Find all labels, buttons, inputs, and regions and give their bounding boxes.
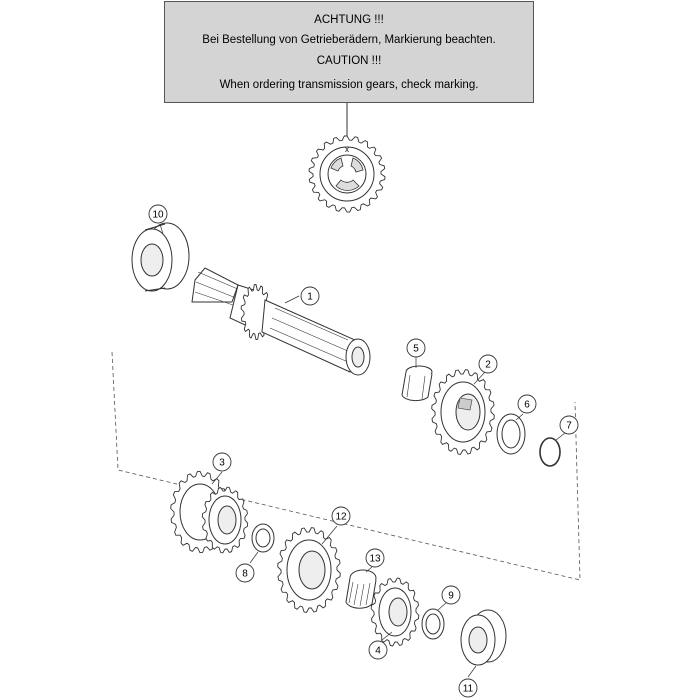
callout-circle	[300, 286, 320, 306]
gear-2	[431, 369, 495, 455]
part-number-label: 5	[413, 344, 419, 355]
thrust-washer-8	[251, 523, 275, 553]
part-number-label: 8	[242, 569, 248, 580]
callout-circle	[559, 415, 579, 435]
callout-circle	[148, 204, 168, 224]
thrust-washer-9	[421, 608, 445, 640]
assembly-dashed-frame	[111, 351, 581, 581]
callout-circle	[235, 563, 255, 583]
callout-circle	[517, 394, 537, 414]
callout-circle	[478, 354, 498, 374]
notice-heading-de: ACHTUNG !!!	[314, 14, 384, 26]
callout-p10: 10	[148, 204, 168, 224]
circlip-7	[539, 437, 561, 467]
callout-p3: 3	[212, 452, 232, 472]
callout-circle	[368, 640, 388, 660]
callout-circle	[331, 506, 351, 526]
part-number-label: 1	[307, 292, 313, 303]
marking-letter: x	[345, 145, 349, 154]
callout-circle	[365, 548, 385, 568]
thrust-washer-6	[496, 413, 526, 455]
gear-12	[277, 527, 341, 613]
marking-gear-detail: x	[308, 135, 386, 213]
main-shaft-1	[191, 267, 371, 376]
callout-p8: 8	[235, 563, 255, 583]
callout-p2: 2	[478, 354, 498, 374]
callout-circle	[458, 678, 478, 698]
callout-p7: 7	[559, 415, 579, 435]
needle-bearing-13	[345, 569, 377, 609]
bearing-11	[460, 609, 507, 666]
part-number-label: 6	[524, 400, 530, 411]
part-number-label: 11	[463, 684, 474, 695]
double-gear-3	[170, 470, 249, 554]
notice-text-de: Bei Bestellung von Getrieberädern, Marki…	[202, 34, 496, 46]
part-number-label: 3	[219, 458, 225, 469]
callout-circle	[441, 585, 461, 605]
callout-circle	[212, 452, 232, 472]
part-number-label: 13	[369, 554, 381, 565]
part-number-label: 7	[566, 421, 572, 432]
caution-notice-box: ACHTUNG !!! Bei Bestellung von Getrieber…	[164, 1, 534, 103]
part-number-label: 9	[448, 591, 454, 602]
callout-p5: 5	[406, 338, 426, 358]
gear-4	[370, 577, 420, 647]
part-number-label: 2	[485, 360, 491, 371]
callout-p4: 4	[368, 640, 388, 660]
callout-circle	[406, 338, 426, 358]
needle-bushing-5	[401, 365, 433, 402]
part-number-label: 10	[152, 210, 164, 221]
part-number-label: 4	[375, 646, 381, 657]
notice-heading-en: CAUTION !!!	[316, 55, 382, 67]
callout-p12: 12	[331, 506, 351, 526]
callout-p9: 9	[441, 585, 461, 605]
part-number-label: 12	[335, 512, 347, 523]
bearing-10	[131, 222, 190, 292]
callout-p11: 11	[458, 678, 478, 698]
callout-p1: 1	[300, 286, 320, 306]
callout-p6: 6	[517, 394, 537, 414]
notice-text-en: When ordering transmission gears, check …	[219, 79, 479, 91]
callout-p13: 13	[365, 548, 385, 568]
